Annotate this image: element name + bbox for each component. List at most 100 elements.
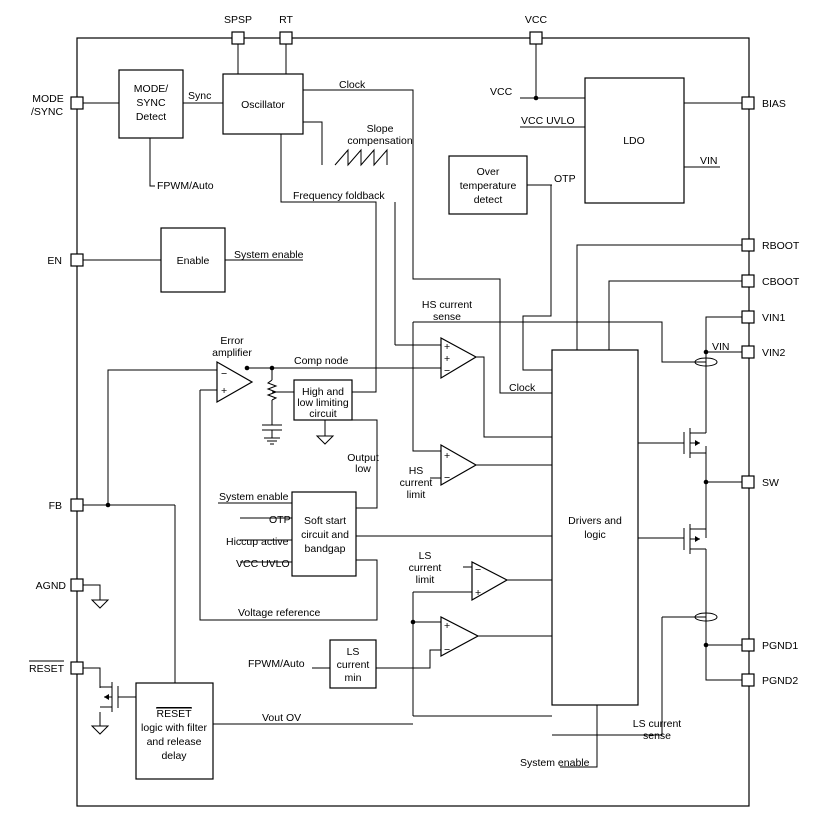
soft-start-block: Soft start circuit and bandgap [291,491,357,577]
pin-label-agnd: AGND [36,580,67,592]
hs-fet [683,412,707,458]
pin-label-en: EN [47,255,62,267]
svg-text:VIN: VIN [700,155,718,167]
svg-text:−: − [444,472,450,484]
ground-symbols [90,435,335,735]
mode-sync-detect-block: MODE/ SYNC Detect [118,69,184,139]
svg-text:+: + [221,385,227,397]
svg-text:OTP: OTP [554,173,576,185]
slope-compensation-waveform [334,148,388,167]
svg-text:logic with filter: logic with filter [141,722,207,734]
svg-text:LS: LS [419,550,432,562]
svg-text:Soft start: Soft start [304,515,346,527]
pin-label-spsp: SPSP [224,14,252,26]
svg-text:VCC UVLO: VCC UVLO [521,115,575,127]
svg-text:low limiting: low limiting [297,397,349,409]
svg-text:bandgap: bandgap [305,543,346,555]
svg-text:MODE/: MODE/ [134,83,169,95]
hs-current-limit-comparator: + − [440,443,478,487]
svg-text:HS current: HS current [422,299,472,311]
pin-vcc [529,31,543,45]
pin-agnd [70,578,84,592]
pin-en [70,253,84,267]
svg-text:min: min [345,672,362,684]
pin-spsp [231,31,245,45]
svg-text:System enable: System enable [219,491,289,503]
svg-text:System enable: System enable [234,249,304,261]
pin-label-rt: RT [279,14,293,26]
capacitor [262,424,282,438]
svg-text:Hiccup active: Hiccup active [226,536,289,548]
over-temperature-block: Over temperature detect [448,155,528,215]
svg-text:Voltage reference: Voltage reference [238,607,320,619]
pin-label-vin2: VIN2 [762,347,786,359]
pin-label-fb: FB [49,500,62,512]
pin-vin1 [741,310,755,324]
svg-text:−: − [475,564,481,576]
svg-text:Clock: Clock [509,382,536,394]
reset-fet [100,682,119,712]
pin-pgnd1 [741,638,755,652]
svg-text:−: − [444,644,450,656]
pin-label-rboot: RBOOT [762,240,800,252]
svg-text:Enable: Enable [177,255,210,267]
ls-current-limit-comparator: − + [471,561,509,602]
chip-outline [76,37,750,807]
ls-fet [683,524,707,572]
svg-text:+: + [444,341,450,353]
svg-text:limit: limit [407,489,426,501]
svg-text:Over: Over [477,166,500,178]
ls-current-min-comparator: + − [440,616,480,658]
pin-reset [70,661,84,675]
svg-text:SYNC: SYNC [136,97,166,109]
resistor [266,379,278,401]
pin-cboot [741,274,755,288]
svg-text:amplifier: amplifier [212,347,252,359]
pin-sw [741,475,755,489]
svg-text:+: + [444,450,450,462]
pin-rt [279,31,293,45]
pin-label-sw: SW [762,477,779,489]
svg-text:current: current [409,562,442,574]
pin-label-pgnd2: PGND2 [762,675,798,687]
reset-logic-block: RESET logic with filter and release dela… [135,682,214,780]
svg-text:Detect: Detect [136,111,166,123]
svg-text:Oscillator: Oscillator [241,99,285,111]
signal-labels: Sync Clock Slope compensation FPWM/Auto … [157,79,730,769]
svg-text:−: − [221,368,227,380]
svg-text:Output: Output [347,452,379,464]
svg-text:current: current [337,659,370,671]
pin-mode-sync [70,96,84,110]
enable-block: Enable [160,227,226,293]
svg-text:RESET: RESET [156,708,192,720]
ldo-block: LDO [584,77,685,204]
svg-text:sense: sense [643,730,671,742]
svg-text:circuit: circuit [309,408,337,420]
pin-label-bias: BIAS [762,98,786,110]
svg-text:−: − [444,365,450,377]
pin-rboot [741,238,755,252]
pin-label-vcc: VCC [525,14,548,26]
svg-text:delay: delay [161,750,187,762]
wires [83,44,742,768]
svg-text:VCC: VCC [490,86,513,98]
svg-text:compensation: compensation [347,135,413,147]
svg-text:+: + [475,587,481,599]
svg-text:+: + [444,620,450,632]
svg-text:temperature: temperature [460,180,517,192]
pin-pgnd2 [741,673,755,687]
svg-text:VCC UVLO: VCC UVLO [236,558,290,570]
svg-text:Clock: Clock [339,79,366,91]
pin-label-mode: MODE [32,93,64,105]
svg-text:OTP: OTP [269,514,291,526]
svg-text:Slope: Slope [367,123,394,135]
drivers-logic-block: Drivers and logic [551,349,639,706]
svg-text:Drivers and: Drivers and [568,515,622,527]
svg-text:Error: Error [220,335,244,347]
pin-label-reset: RESET [29,663,65,675]
svg-text:detect: detect [474,194,503,206]
svg-text:FPWM/Auto: FPWM/Auto [248,658,305,670]
svg-text:LS: LS [347,646,360,658]
svg-text:VIN: VIN [712,341,730,353]
